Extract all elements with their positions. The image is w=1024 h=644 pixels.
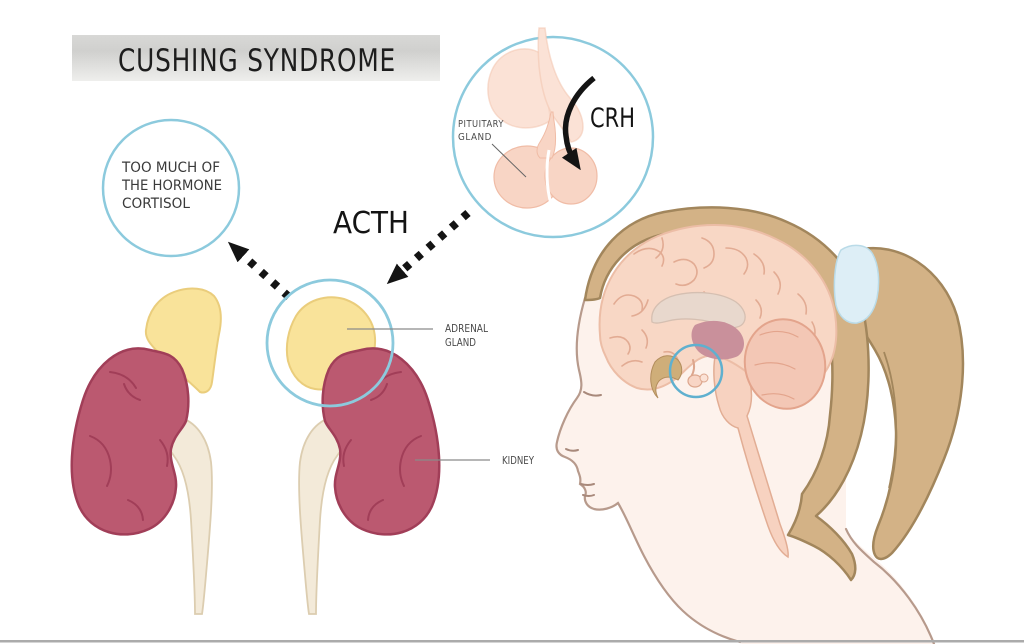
acth-label: ACTH [333, 206, 409, 241]
pituitary-stalk [536, 111, 557, 159]
neck-back-outline [844, 527, 936, 644]
pituitary-leader-line [491, 143, 527, 178]
pituitary-lobe-small [699, 373, 709, 383]
pituitary-circle: CRH PITUITARY GLAND [451, 27, 655, 239]
sphenoid-bone [650, 355, 683, 399]
nostril-line [565, 448, 579, 452]
corpus-callosum [651, 291, 746, 329]
left-ureter-shape [165, 416, 213, 615]
cortisol-text-line1: TOO MUCH OF [121, 160, 220, 176]
head-illustration [555, 206, 965, 644]
right-kidney-group [265, 278, 441, 615]
cortisol-circle: TOO MUCH OF THE HORMONE CORTISOL [101, 118, 241, 258]
cerebellum [743, 318, 827, 410]
ponytail [851, 246, 965, 561]
adrenal-highlight-circle [265, 278, 395, 408]
pituitary-label-line1: PITUITARY [458, 119, 504, 130]
organ-labels: ADRENAL GLAND KIDNEY [347, 323, 534, 467]
right-kidney-vessel-lines [342, 371, 422, 521]
left-kidney-group [70, 287, 222, 615]
hair-scrunchie [833, 244, 880, 324]
cortisol-text-line2: THE HORMONE [121, 178, 222, 194]
left-kidney-vessel-lines [89, 371, 169, 521]
adrenal-label-line1: ADRENAL [445, 323, 488, 335]
crh-curved-arrow [561, 75, 596, 171]
lower-lip-line [582, 494, 595, 497]
title-bar: CUSHING SYNDROME [72, 35, 440, 81]
eyelash-line [583, 391, 602, 397]
thalamus-midbrain [691, 320, 744, 360]
dashed-arrow-to-adrenal [386, 209, 471, 285]
page-title: CUSHING SYNDROME [118, 43, 396, 79]
right-ureter-shape [298, 416, 346, 615]
brainstem-spinal-cord [713, 350, 789, 559]
ponytail-strand-line [883, 351, 897, 489]
cortisol-circle-outline [101, 118, 241, 258]
bottom-rule [0, 640, 1024, 643]
brain-gyri-lines [609, 237, 816, 367]
lip-line [580, 483, 595, 486]
kidney-label: KIDNEY [502, 455, 534, 467]
dashed-arrow-to-cortisol [227, 241, 292, 300]
pituitary-label-line2: GLAND [458, 132, 492, 143]
crh-label: CRH [590, 103, 635, 134]
left-kidney-shape [70, 347, 190, 536]
infundibulum-shape [537, 27, 584, 143]
title-bar-background [72, 35, 440, 81]
lobe-divider [545, 149, 553, 205]
right-kidney-shape [321, 347, 441, 536]
face-feature-lines [565, 391, 602, 497]
cortisol-text-line3: CORTISOL [122, 196, 190, 212]
adrenal-label-line2: GLAND [445, 337, 476, 349]
pituitary-highlight-circle [668, 343, 724, 399]
cerebellum-folds [754, 330, 799, 400]
pituitary-gland-illustration [487, 27, 598, 209]
